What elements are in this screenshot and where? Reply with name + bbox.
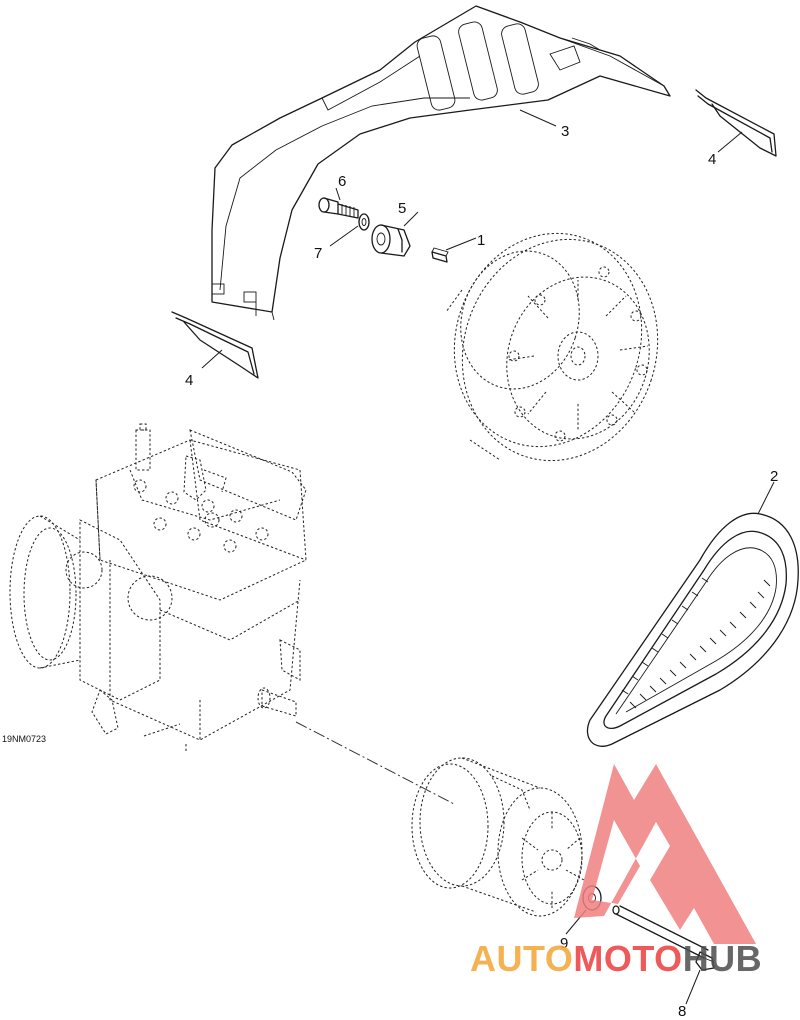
drawing-code: 19NM0723 (2, 734, 46, 744)
callout-4-right: 4 (708, 151, 716, 168)
driven-pulley-reference (445, 232, 659, 462)
callout-2: 2 (770, 468, 778, 485)
drive-belt-part-2[interactable] (586, 512, 799, 747)
logo-triangle-mark (574, 764, 756, 944)
callout-1: 1 (477, 232, 485, 249)
spacer-part-5[interactable] (371, 224, 411, 257)
callout-8: 8 (678, 1003, 686, 1020)
callout-5: 5 (398, 200, 406, 217)
drive-pulley-reference (411, 757, 585, 917)
belt-guard-part-3[interactable] (211, 5, 671, 321)
callout-4-left: 4 (185, 372, 193, 389)
svg-text:AUTOMOTOHUB: AUTOMOTOHUB (470, 938, 762, 979)
callout-3: 3 (561, 123, 569, 140)
lock-washer-part-7[interactable] (358, 213, 370, 231)
callout-9: 9 (560, 935, 568, 952)
key-part-1[interactable] (431, 247, 449, 263)
retaining-clip-part-4-right[interactable] (695, 89, 777, 157)
bolt-part-6[interactable] (318, 197, 359, 219)
callout-7: 7 (314, 245, 322, 262)
engine-reference (9, 423, 307, 752)
shaft-centerline (295, 721, 455, 805)
automotohub-logo: AUTOMOTOHUB (470, 764, 762, 979)
retaining-clip-part-4-left[interactable] (171, 311, 259, 379)
bolt-part-8[interactable] (612, 905, 715, 971)
callout-6: 6 (338, 173, 346, 190)
